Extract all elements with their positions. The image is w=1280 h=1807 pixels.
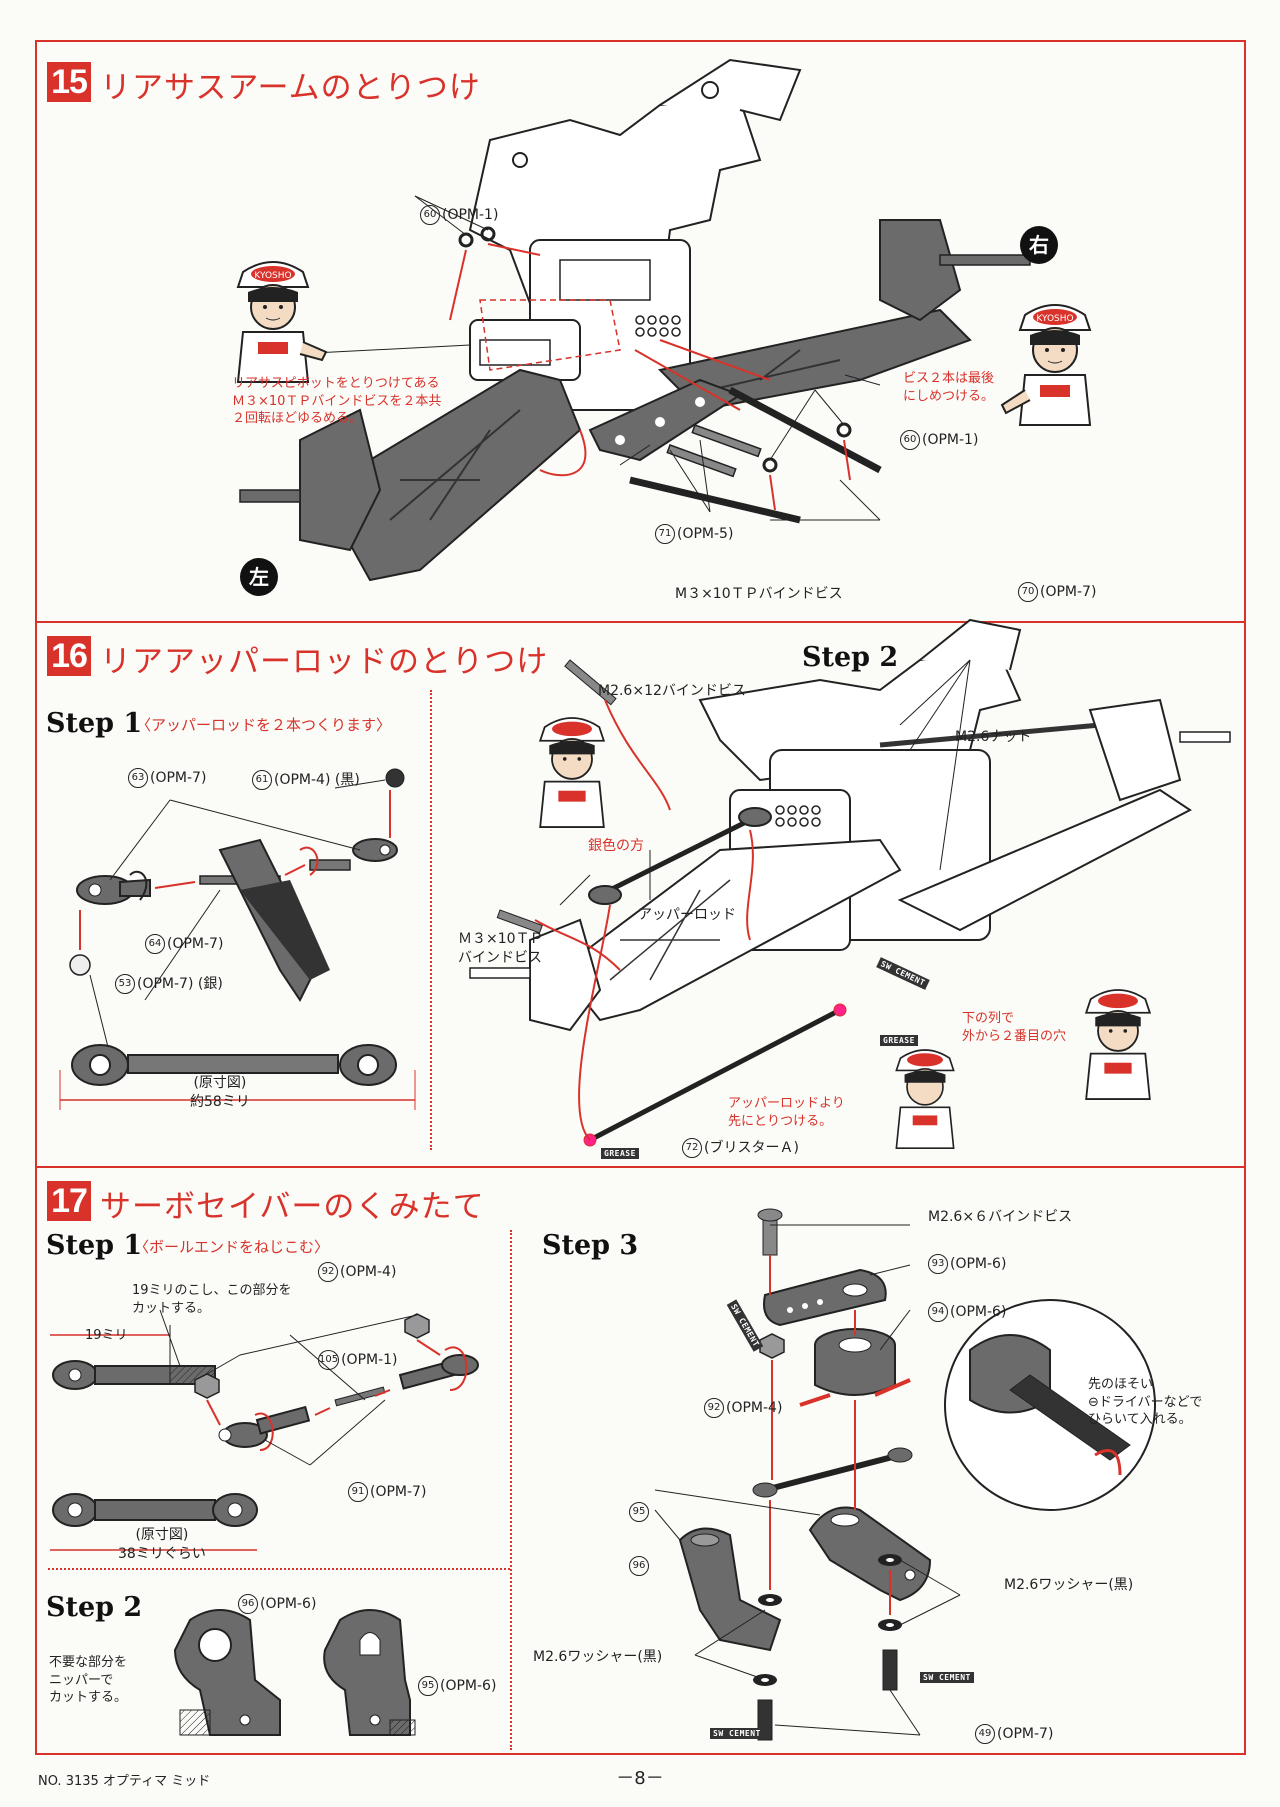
cut-19mm-note: 19ミリのこし、この部分を カットする。: [132, 1283, 292, 1316]
part-95-number: 95: [629, 1502, 651, 1522]
upper-rod-assembly-illustration: [59, 768, 416, 1110]
section-number: 17: [47, 1181, 91, 1221]
section-divider: [35, 1166, 1246, 1168]
part-53-label: 53(OPM-7) (銀): [115, 974, 223, 994]
step-2-title: Step 2: [802, 642, 899, 673]
hole-position-note: 下の列で 外から２番目の穴: [962, 1011, 1067, 1044]
servo-saver-parts-cut-illustration: [173, 1609, 416, 1736]
page-frame: [35, 40, 1246, 1755]
section-title: サーボセイバーのくみたて: [100, 1189, 485, 1225]
ball-end-assembly-illustration: [50, 1309, 479, 1551]
washer-label-right: M2.6ワッシャー(黒): [1004, 1577, 1134, 1593]
m26-nut-label: M2.6ナット: [955, 729, 1032, 745]
loosen-note: リアサスピボットをとりつけてある Ｍ３×10ＴＰバインドビスを２本共 ２回転ほど…: [232, 376, 442, 427]
upper-rod-install-illustration: [469, 618, 1231, 1147]
cap-logo-text: KYOSHO: [254, 271, 291, 281]
section-number: 16: [47, 636, 91, 676]
section-divider: [35, 621, 1246, 623]
step-1-title: Step 1: [46, 708, 143, 739]
model-number: NO. 3135 オプティマ ミッド: [38, 1774, 211, 1789]
servo-saver-exploded-illustration: [654, 1208, 1156, 1741]
silver-side-note: 銀色の方: [588, 838, 644, 854]
sw-cement-tag: SW CEMENT: [920, 1672, 974, 1683]
section-title: リアサスアームのとりつけ: [100, 70, 481, 106]
part-92-label-step3: 92(OPM-4): [704, 1398, 782, 1418]
washer-label-left: M2.6ワッシャー(黒): [533, 1649, 663, 1665]
part-72-label: 72(ブリスターＡ): [682, 1138, 799, 1158]
kyosho-mascot-step2-right: [1084, 989, 1152, 1100]
part-93-label: 93(OPM-6): [928, 1254, 1006, 1274]
part-95-label: 95(OPM-6): [418, 1676, 496, 1696]
kyosho-mascot-left: KYOSHO: [236, 261, 328, 383]
cut-unneeded-note: 不要な部分を ニッパーで カットする。: [49, 1655, 128, 1706]
part-91-label: 91(OPM-7): [348, 1482, 426, 1502]
m26x12-screw-label: M2.6×12バインドビス: [598, 683, 746, 699]
upper-rod-label: アッパーロッド: [638, 907, 736, 923]
part-63-label: 63(OPM-7): [128, 768, 206, 788]
screw-label: M３×10ＴＰバインドビス: [675, 586, 843, 602]
part-64-label: 64(OPM-7): [145, 934, 223, 954]
part-94-label: 94(OPM-6): [928, 1302, 1006, 1322]
part-71-label: 71(OPM-5): [655, 524, 733, 544]
rear-suspension-illustration: [239, 58, 1031, 582]
step-1-title: Step 1: [46, 1230, 143, 1261]
part-105-label: 105(OPM-1): [318, 1350, 398, 1370]
part-60-label-right: 60(OPM-1): [900, 430, 978, 450]
left-side-badge: 左: [240, 558, 278, 596]
full-size-58mm-label: (原寸図) 約58ミリ: [190, 1075, 250, 1110]
cap-logo-text: KYOSHO: [1036, 314, 1073, 324]
full-size-38mm-label: (原寸図) 38ミリぐらい: [118, 1527, 206, 1562]
m26x6-screw-label: M2.6×６バインドビス: [928, 1209, 1073, 1225]
part-49-label: 49(OPM-7): [975, 1724, 1053, 1744]
section-number: 15: [47, 62, 91, 102]
m3x10-screw-label: Ｍ３×10ＴＰ バインドビス: [458, 931, 544, 966]
grease-tag: GREASE: [880, 1035, 918, 1046]
sw-cement-tag: SW CEMENT: [710, 1728, 764, 1739]
step-divider: [510, 1230, 512, 1750]
part-61-label: 61(OPM-4) (黒): [252, 770, 360, 790]
tighten-last-note: ビス２本は最後 にしめつける。: [903, 371, 995, 404]
step-2-title: Step 2: [46, 1592, 143, 1623]
part-70-label: 70(OPM-7): [1018, 582, 1096, 602]
step-1-note: 〈アッパーロッドを２本つくります〉: [136, 716, 392, 734]
page-number: －8－: [616, 1768, 664, 1789]
part-96-label: 96(OPM-6): [238, 1594, 316, 1614]
19mm-dimension: 19ミリ: [85, 1328, 128, 1343]
right-side-badge: 右: [1020, 226, 1058, 264]
kyosho-mascot-step2-left: [538, 717, 606, 828]
part-92-label: 92(OPM-4): [318, 1262, 396, 1282]
step-3-title: Step 3: [542, 1230, 639, 1261]
step-1-note: 〈ボールエンドをねじこむ〉: [134, 1238, 330, 1256]
section-title: リアアッパーロッドのとりつけ: [100, 644, 549, 680]
step-divider: [430, 690, 432, 1150]
part-96-number: 96: [629, 1556, 651, 1576]
kyosho-mascot-right: KYOSHO: [1000, 304, 1092, 426]
kyosho-mascot-step2-bottom: [895, 1049, 955, 1149]
step-divider: [48, 1568, 510, 1570]
screwdriver-note: 先のほそい ⊖ドライバーなどで ひらいて入れる。: [1088, 1377, 1203, 1428]
attach-first-note: アッパーロッドより 先にとりつける。: [728, 1096, 845, 1129]
part-60-label-top: 60(OPM-1): [420, 205, 498, 225]
grease-tag: GREASE: [601, 1148, 639, 1159]
